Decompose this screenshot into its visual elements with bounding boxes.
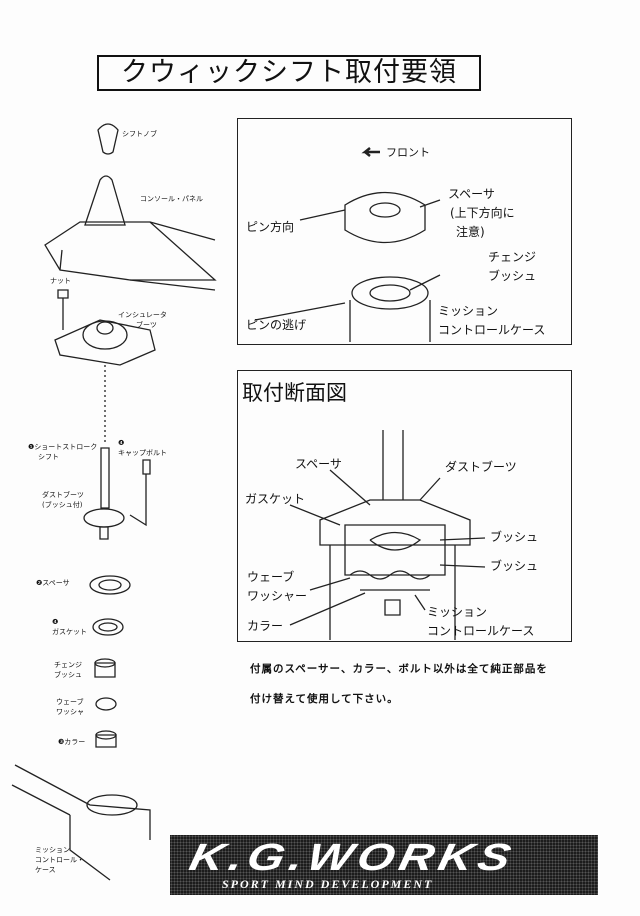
short-shift-drawing bbox=[100, 447, 110, 509]
page-title: クウィックシフト取付要領 bbox=[97, 55, 481, 91]
label-pin-relief: ピンの逃げ bbox=[246, 318, 307, 332]
spacer-3d-drawing bbox=[344, 191, 426, 244]
kg-works-logo: K.G.WORKS SPORT MIND DEVELOPMENT bbox=[170, 835, 598, 895]
label-collar: ❸カラー bbox=[58, 738, 86, 746]
label-bush1: ブッシュ bbox=[490, 530, 539, 544]
mission-top-drawing bbox=[351, 276, 429, 310]
section-drawing bbox=[319, 430, 471, 640]
label-collar-sec: カラー bbox=[247, 619, 284, 633]
label-wave-washer-sec: ウェーブワッシャー bbox=[247, 570, 308, 603]
label-mission-case-sec: ミッションコントロールケース bbox=[427, 605, 535, 638]
label-gasket-sec: ガスケット bbox=[245, 492, 306, 506]
note-line-2: 付け替えて使用して下さい。 bbox=[250, 693, 399, 705]
label-change-bush: チェンジブッシュ bbox=[54, 661, 82, 679]
cross-section-box bbox=[237, 370, 572, 642]
label-bush2: ブッシュ bbox=[490, 559, 539, 573]
mission-case-drawing bbox=[11, 764, 151, 881]
gasket-drawing bbox=[92, 618, 124, 636]
label-spacer-sec: スペーサ bbox=[295, 457, 342, 471]
label-mission-case: ミッションコントロール・ケース bbox=[35, 846, 84, 874]
label-change-bush-top: チェンジブッシュ bbox=[488, 250, 537, 283]
label-shift-knob: シフトノブ bbox=[122, 130, 157, 138]
insulator-plate-drawing bbox=[54, 319, 156, 366]
label-short-stroke-shift: ❶ショートストロークシフト bbox=[28, 443, 98, 461]
nut-drawing bbox=[57, 289, 69, 330]
wave-washer-drawing bbox=[95, 697, 117, 711]
label-console-panel: コンソール・パネル bbox=[140, 195, 203, 203]
label-spacer-top: スペーサ bbox=[448, 187, 495, 201]
label-wave-washer: ウェーブワッシャ bbox=[56, 698, 84, 716]
label-dust-boot-sec: ダストブーツ bbox=[445, 460, 517, 474]
label-nut: ナット bbox=[50, 277, 71, 285]
shift-knob-drawing bbox=[97, 123, 119, 155]
section-heading: 取付断面図 bbox=[242, 381, 347, 405]
note-line-1: 付属のスペーサー、カラー、ボルト以外は全て純正部品を bbox=[250, 663, 548, 675]
logo-brand: K.G.WORKS bbox=[185, 837, 520, 879]
label-dust-boot: ダストブーツ(ブッシュ付) bbox=[42, 491, 84, 509]
change-bush-drawing bbox=[94, 662, 116, 678]
cap-bolt-drawing bbox=[129, 459, 151, 527]
console-panel-drawing bbox=[44, 175, 217, 281]
label-mission-case-top: ミッションコントロールケース bbox=[438, 304, 546, 337]
front-arrow-icon bbox=[361, 147, 380, 157]
label-insulator-boot: インシュレータブーツ bbox=[118, 311, 167, 329]
logo-tagline: SPORT MIND DEVELOPMENT bbox=[222, 877, 434, 891]
spacer-drawing bbox=[89, 575, 131, 595]
orientation-box bbox=[237, 118, 572, 345]
label-caution: (上下方向に注意) bbox=[450, 206, 515, 239]
label-spacer: ❷スペーサ bbox=[36, 579, 70, 587]
collar-drawing bbox=[95, 734, 117, 748]
label-pin-direction: ピン方向 bbox=[246, 220, 295, 234]
label-front: フロント bbox=[386, 146, 430, 159]
